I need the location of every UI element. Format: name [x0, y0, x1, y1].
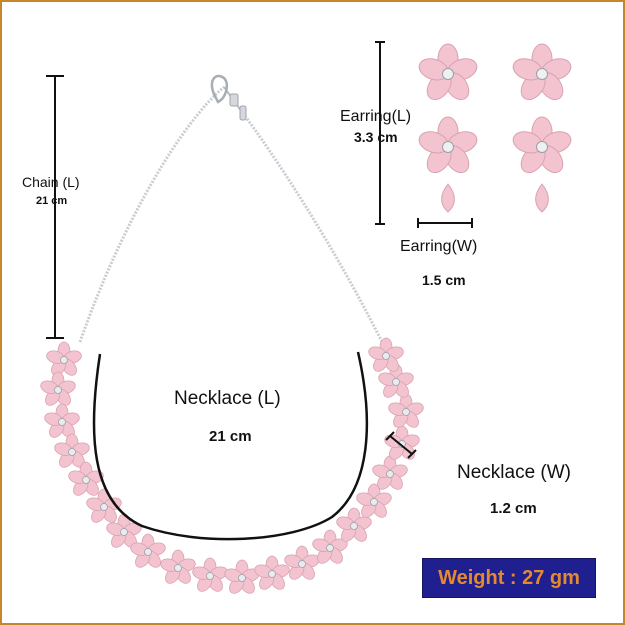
chain-length-marker — [46, 75, 64, 339]
earring-width-marker — [417, 218, 473, 228]
earring-length-title: Earring(L) — [340, 108, 412, 125]
necklace-width-title: Necklace (W) — [457, 462, 572, 483]
necklace-width-value: 1.2 cm — [490, 500, 537, 517]
weight-badge: Weight : 27 gm — [422, 558, 596, 598]
earring-left — [415, 43, 481, 213]
necklace-width-marker — [385, 431, 417, 459]
earring-width-value: 1.5 cm — [422, 272, 466, 288]
necklace-chain — [78, 85, 384, 343]
chain-length-value: 21 cm — [36, 195, 68, 207]
necklace-length-value: 21 cm — [209, 428, 252, 445]
necklace-length-title: Necklace (L) — [174, 388, 281, 409]
earring-length-marker — [375, 41, 385, 225]
earring-right — [509, 43, 575, 213]
earring-length-value: 3.3 cm — [354, 129, 398, 145]
necklace-length-marker — [92, 351, 369, 541]
earring-width-title: Earring(W) — [400, 238, 478, 255]
lobster-clasp-icon — [210, 74, 247, 121]
chain-length-title: Chain (L) — [22, 174, 80, 190]
